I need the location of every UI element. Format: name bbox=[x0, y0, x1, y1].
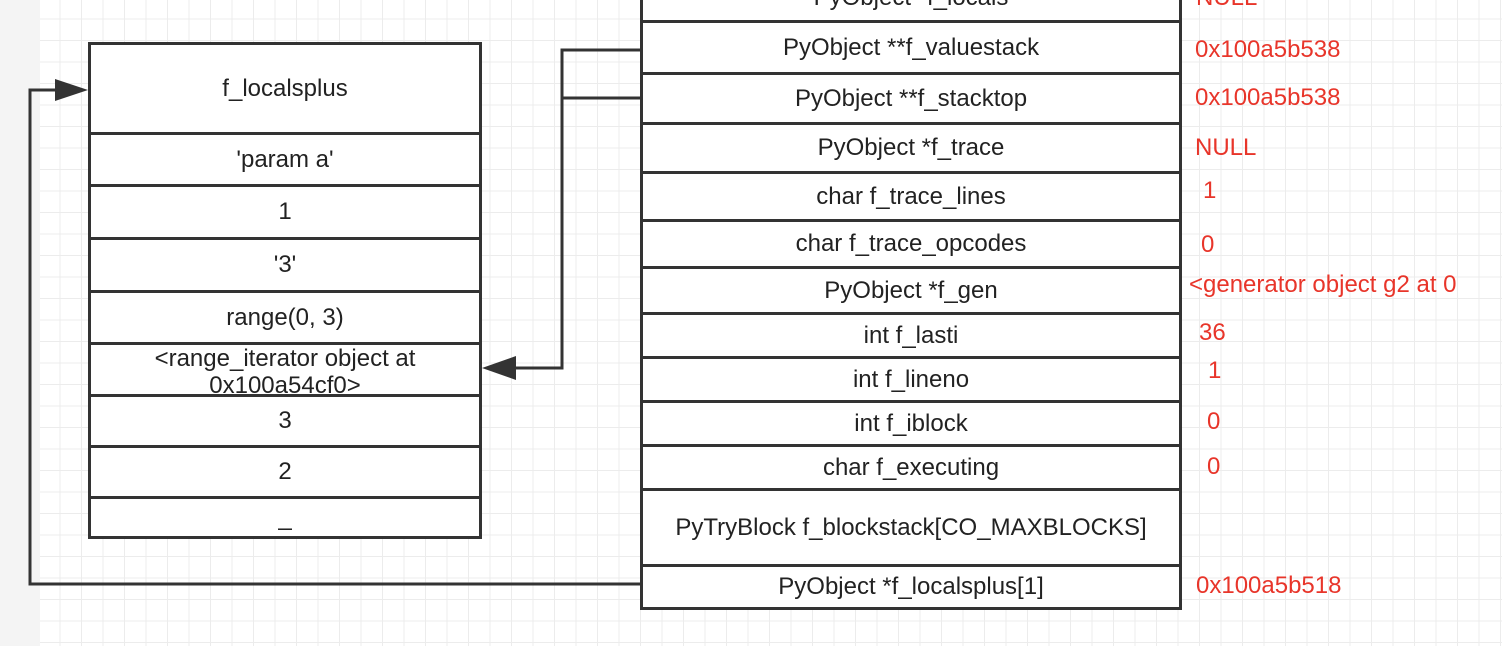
value-f-lineno: 1 bbox=[1208, 357, 1222, 384]
value-f-gen: <generator object g2 at 0 bbox=[1189, 271, 1457, 298]
value-f-executing: 0 bbox=[1207, 453, 1221, 480]
frame-field-f-lineno: int f_lineno bbox=[640, 356, 1182, 403]
value-f-stacktop: 0x100a5b538 bbox=[1195, 84, 1341, 111]
localsplus-slot: 3 bbox=[88, 394, 482, 448]
localsplus-slot: 2 bbox=[88, 445, 482, 499]
valuestack-connector bbox=[512, 48, 640, 370]
localsplus-slot: _ bbox=[88, 496, 482, 539]
value-f-iblock: 0 bbox=[1207, 408, 1221, 435]
value-f-locals: NULL bbox=[1196, 0, 1257, 12]
frame-field-f-trace-lines: char f_trace_lines bbox=[640, 171, 1182, 222]
localsplus-slot: 'param a' bbox=[88, 132, 482, 187]
value-f-localsplus: 0x100a5b518 bbox=[1196, 572, 1342, 599]
frame-field-f-localsplus: PyObject *f_localsplus[1] bbox=[640, 564, 1182, 610]
frame-field-f-valuestack: PyObject **f_valuestack bbox=[640, 20, 1182, 75]
value-f-trace-opcodes: 0 bbox=[1201, 231, 1215, 258]
localsplus-connector bbox=[28, 88, 640, 586]
arrowhead-to-localsplus bbox=[55, 79, 88, 101]
localsplus-slot: <range_iterator object at 0x100a54cf0> bbox=[88, 342, 482, 397]
canvas-margin bbox=[0, 0, 40, 646]
value-f-lasti: 36 bbox=[1199, 319, 1226, 346]
value-f-trace: NULL bbox=[1195, 134, 1257, 161]
arrowhead-to-range-iterator bbox=[482, 356, 516, 380]
value-f-trace-lines: 1 bbox=[1203, 177, 1217, 204]
frame-field-f-lasti: int f_lasti bbox=[640, 312, 1182, 359]
value-f-valuestack: 0x100a5b538 bbox=[1195, 36, 1341, 63]
frame-field-f-executing: char f_executing bbox=[640, 444, 1182, 491]
frame-field-f-trace: PyObject *f_trace bbox=[640, 122, 1182, 174]
frame-field-f-gen: PyObject *f_gen bbox=[640, 266, 1182, 315]
